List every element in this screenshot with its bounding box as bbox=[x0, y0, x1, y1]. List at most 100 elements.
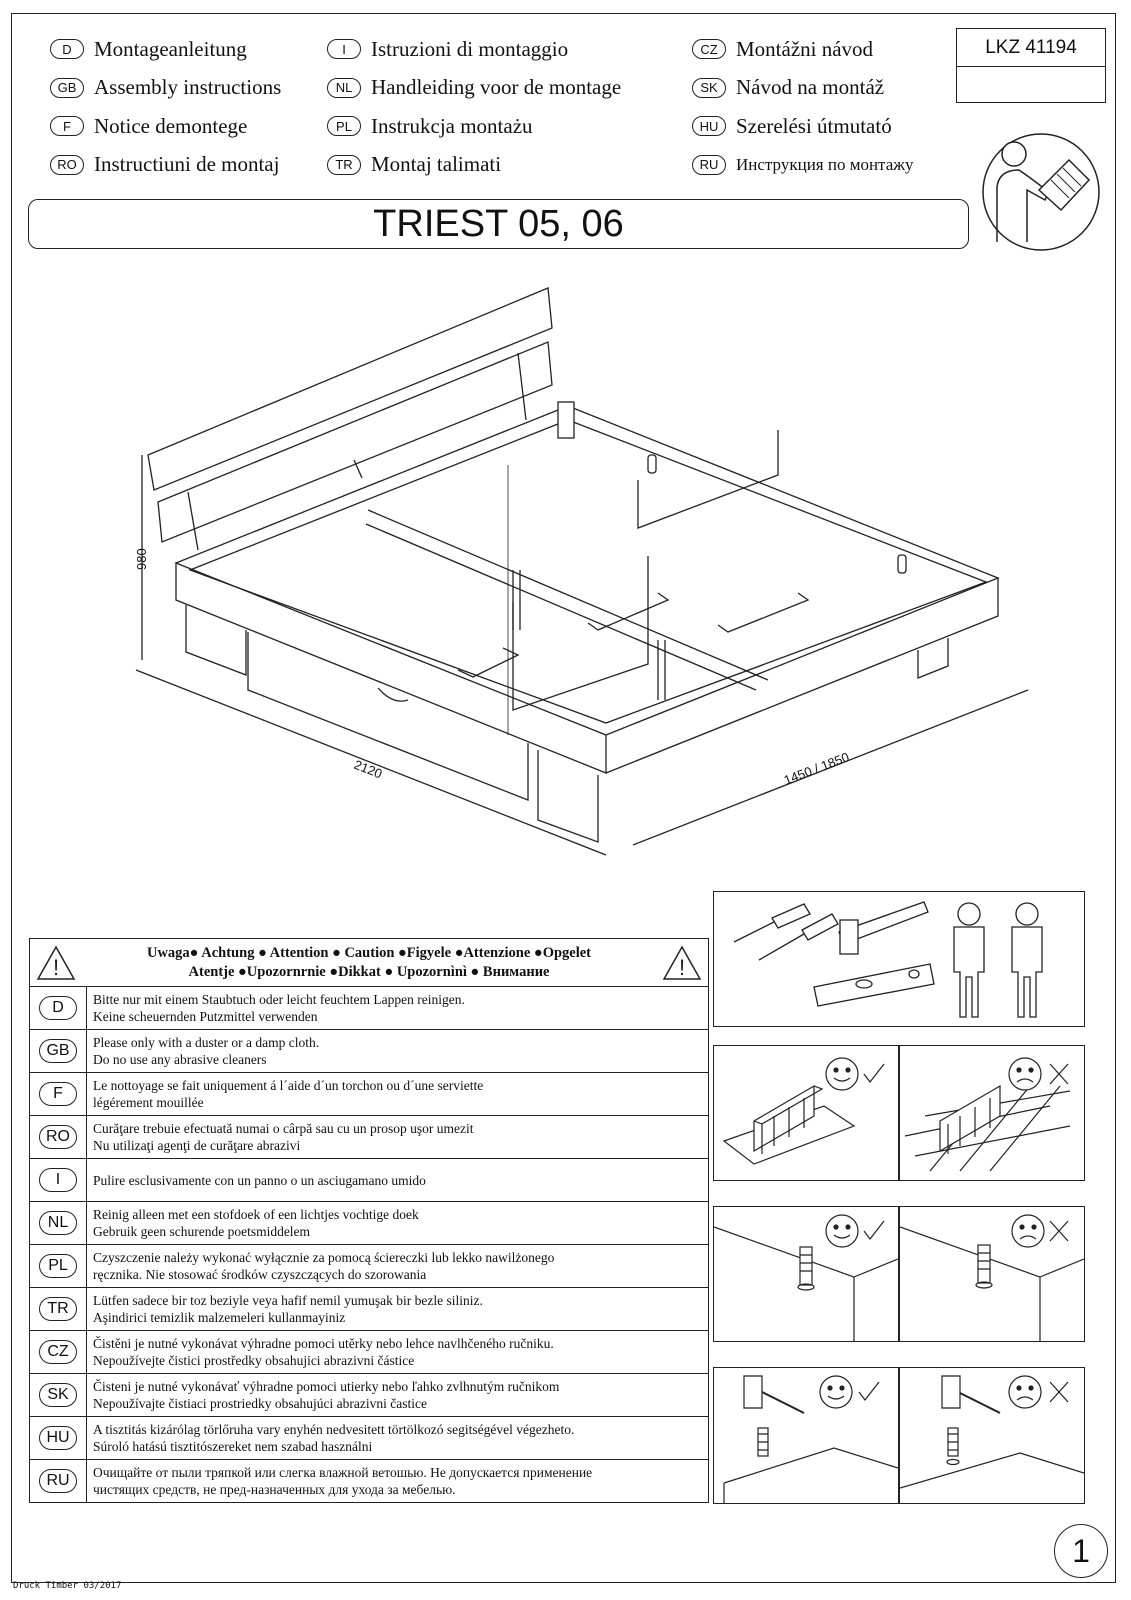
care-text: A tisztitás kizárólag törlőruha vary eny… bbox=[93, 1422, 575, 1437]
check-icon bbox=[863, 1063, 885, 1083]
lang-title: Notice demontege bbox=[94, 113, 248, 138]
lang-title: Szerelési útmutató bbox=[736, 113, 892, 138]
care-row: I Pulire esclusivamente con un panno o un… bbox=[30, 1159, 708, 1202]
smiley-icon bbox=[825, 1057, 859, 1091]
care-row: F Le nottoyage se fait uniquement á l´aid… bbox=[30, 1073, 708, 1116]
care-text: чистящих средств, не пред-назначенных дл… bbox=[93, 1482, 456, 1497]
lang-item: SK Návod na montáž bbox=[692, 69, 914, 108]
lang-item: F Notice demontege bbox=[50, 107, 281, 146]
protect-floor-wrong-panel bbox=[899, 1045, 1085, 1181]
care-text: Do no use any abrasive cleaners bbox=[93, 1052, 267, 1067]
lang-item: TR Montaj talimati bbox=[327, 146, 621, 185]
care-text: Nu utilizaţi agenţi de curăţare abrazivi bbox=[93, 1138, 301, 1153]
lang-code-badge: NL bbox=[327, 77, 361, 98]
product-title: TRIEST 05, 06 bbox=[373, 202, 624, 245]
dowel-wrong-panel bbox=[899, 1206, 1085, 1342]
dowel-correct-panel bbox=[713, 1206, 899, 1342]
care-text: Aşindirici temizlik malzemeleri kullanma… bbox=[93, 1310, 346, 1325]
lang-code-badge: D bbox=[50, 39, 84, 60]
lang-code-badge: F bbox=[39, 1082, 77, 1106]
lang-title: Instrukcja montażu bbox=[371, 113, 533, 138]
lang-code-badge: D bbox=[39, 996, 77, 1020]
lang-title: Assembly instructions bbox=[94, 75, 282, 100]
lang-code-badge: TR bbox=[327, 154, 361, 175]
care-text: Keine scheuernden Putzmittel verwenden bbox=[93, 1009, 318, 1024]
care-row: D Bitte nur mit einem Staubtuch oder leic… bbox=[30, 987, 708, 1030]
warning-triangle-icon: ! bbox=[30, 944, 82, 981]
frown-icon bbox=[1008, 1057, 1042, 1091]
lang-code-badge: PL bbox=[39, 1254, 77, 1278]
svg-text:!: ! bbox=[679, 955, 685, 980]
lang-title: Montaj talimati bbox=[371, 152, 502, 177]
lang-code-badge: RU bbox=[692, 154, 726, 175]
lang-code-badge: HU bbox=[39, 1426, 77, 1450]
care-text: ręcznika. Nie stosować środków czyszcząc… bbox=[93, 1267, 427, 1282]
care-text: Очищайте от пыли тряпкой или слегка влаж… bbox=[93, 1465, 593, 1480]
care-text: Bitte nur mit einem Staubtuch oder leich… bbox=[93, 992, 465, 1007]
hammer-wrong-panel bbox=[899, 1367, 1085, 1504]
lang-title: Handleiding voor de montage bbox=[371, 75, 622, 100]
care-text: Nepoužívejte čistici prostředky obsahuji… bbox=[93, 1353, 415, 1368]
care-text: Nepoužívajte čistiaci prostriedky obsahu… bbox=[93, 1396, 427, 1411]
page-number: 1 bbox=[1054, 1524, 1108, 1578]
lang-code-badge: RO bbox=[39, 1125, 77, 1149]
lang-title: Montageanleitung bbox=[94, 36, 247, 61]
hammer-icon bbox=[838, 901, 929, 955]
care-text: Curăţare trebuie efectuată numai o cârpă… bbox=[93, 1121, 474, 1136]
article-number-box: LKZ 41194 bbox=[956, 28, 1106, 103]
dimension-width-label: 1450 / 1850 bbox=[782, 749, 852, 788]
lang-code-badge: CZ bbox=[39, 1340, 77, 1364]
spirit-level-icon bbox=[813, 963, 935, 1007]
care-row: PL Czyszczenie należy wykonać wyłącznie z… bbox=[30, 1245, 708, 1288]
page-frame bbox=[11, 13, 1116, 1583]
care-text: Pulire esclusivamente con un panno o un … bbox=[93, 1172, 426, 1188]
warning-triangle-icon: ! bbox=[656, 944, 708, 981]
lang-item: RU Инструкция по монтажу bbox=[692, 146, 914, 185]
two-persons-icon bbox=[953, 902, 1043, 1018]
read-instructions-icon bbox=[979, 132, 1103, 257]
warning-header: ! Uwaga● Achtung ● Attention ● Caution ●… bbox=[30, 939, 708, 987]
lang-code-badge: PL bbox=[327, 116, 361, 137]
lang-item: PL Instrukcja montażu bbox=[327, 107, 621, 146]
cross-icon bbox=[1049, 1063, 1069, 1085]
dimension-height-label: 980 bbox=[134, 548, 149, 570]
lang-title: Инструкция по монтажу bbox=[736, 154, 914, 174]
lang-code-badge: HU bbox=[692, 116, 726, 137]
tools-panel bbox=[713, 891, 1085, 1027]
lang-code-badge: NL bbox=[39, 1211, 77, 1235]
care-text: Le nottoyage se fait uniquement á l´aide… bbox=[93, 1078, 484, 1093]
svg-text:!: ! bbox=[53, 955, 59, 980]
screwdriver-icon bbox=[733, 903, 811, 943]
care-text: Czyszczenie należy wykonać wyłącznie za … bbox=[93, 1250, 555, 1265]
lang-code-badge: SK bbox=[692, 77, 726, 98]
lang-code-badge: SK bbox=[39, 1383, 77, 1407]
care-text: Súroló hatású tisztitószereket nem szaba… bbox=[93, 1439, 373, 1454]
lang-item: D Montageanleitung bbox=[50, 30, 281, 69]
care-text: Čisteni je nutné vykonávať výhradne pomo… bbox=[93, 1379, 560, 1394]
lang-item: NL Handleiding voor de montage bbox=[327, 69, 621, 108]
lang-code-badge: I bbox=[39, 1168, 77, 1192]
lang-code-badge: RO bbox=[50, 154, 84, 175]
page-number-value: 1 bbox=[1072, 1532, 1090, 1569]
care-text: légérement mouillée bbox=[93, 1095, 204, 1110]
care-instructions-table: ! Uwaga● Achtung ● Attention ● Caution ●… bbox=[29, 938, 709, 1503]
lang-item: HU Szerelési útmutató bbox=[692, 107, 914, 146]
care-row: RO Curăţare trebuie efectuată numai o câr… bbox=[30, 1116, 708, 1159]
lang-code-badge: F bbox=[50, 116, 84, 137]
warning-line-1: Uwaga● Achtung ● Attention ● Caution ●Fi… bbox=[146, 944, 592, 961]
article-number: LKZ 41194 bbox=[957, 29, 1105, 67]
lang-title: Návod na montáž bbox=[736, 75, 885, 100]
care-row: HU A tisztitás kizárólag törlőruha vary e… bbox=[30, 1417, 708, 1460]
print-info: Druck Timber 03/2017 bbox=[13, 1581, 122, 1591]
protect-floor-correct-panel bbox=[713, 1045, 899, 1181]
